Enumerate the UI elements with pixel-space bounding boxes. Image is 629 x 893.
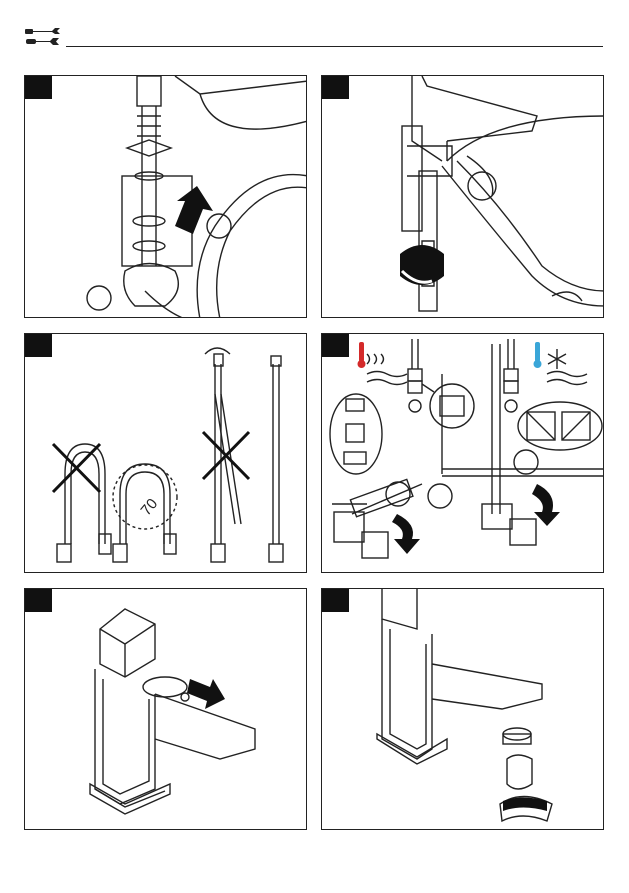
step-4-panel bbox=[321, 333, 604, 573]
wrench-screwdriver-icon bbox=[24, 26, 62, 48]
removal-valve-nut-icon bbox=[25, 76, 307, 318]
aerator-icon bbox=[322, 589, 604, 830]
snowflake-icon bbox=[548, 349, 566, 369]
header-rule bbox=[66, 46, 603, 47]
thermometer-hot-icon bbox=[358, 342, 366, 368]
step-6-panel bbox=[321, 588, 604, 830]
hose-bending-icon: 70 bbox=[25, 334, 307, 573]
step-1-panel bbox=[24, 75, 307, 318]
step-2-panel bbox=[321, 75, 604, 318]
step-5-panel bbox=[24, 588, 307, 830]
bend-diameter-label: 70 bbox=[138, 495, 162, 519]
handle-clip-icon bbox=[25, 589, 307, 830]
hot-cold-connection-icon bbox=[322, 334, 604, 573]
step-3-panel: 70 bbox=[24, 333, 307, 573]
tighten-valve-nut-icon bbox=[322, 76, 604, 318]
thermometer-cold-icon bbox=[534, 342, 542, 368]
